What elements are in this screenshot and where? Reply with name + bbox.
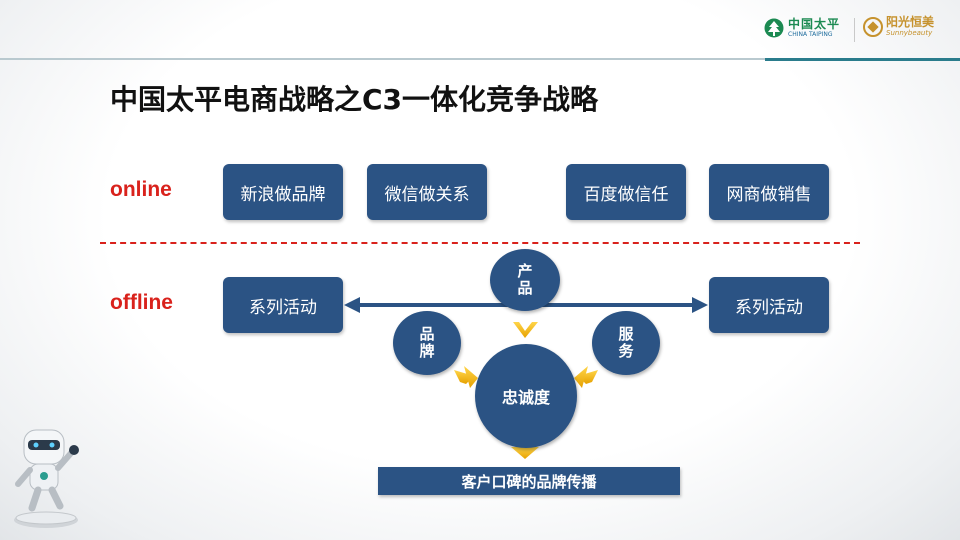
offline-label: offline [110, 291, 173, 314]
circle-loyalty: 忠诚度 [475, 344, 577, 448]
circle-brand-label: 品牌 [419, 325, 435, 360]
logo-en-text: CHINA TAIPING [788, 31, 833, 38]
header-divider [0, 58, 960, 60]
pine-tree-emblem-icon [764, 18, 784, 38]
online-box-taobao: 网商做销售 [709, 164, 829, 220]
page-title: 中国太平电商战略之C3一体化竞争战略 [110, 83, 599, 116]
chevron-bottom-icon [511, 447, 539, 459]
logo-separator [854, 18, 855, 42]
header-accent-bar [765, 58, 960, 61]
online-box-baidu: 百度做信任 [566, 164, 686, 220]
offline-box-left: 系列活动 [223, 277, 343, 333]
online-label: online [110, 178, 172, 201]
chevron-down-icon [513, 322, 538, 338]
offline-box-right: 系列活动 [709, 277, 829, 333]
chevron-left-arrow-icon [454, 366, 478, 388]
circle-service-label: 服务 [618, 325, 634, 360]
chevron-right-arrow-icon [574, 366, 598, 388]
online-box-sina: 新浪做品牌 [223, 164, 343, 220]
circle-product: 产品 [490, 249, 560, 311]
sunny-beauty-logo: 阳光恒美 Sunnybeauty [863, 16, 934, 37]
logo-right-cn-text: 阳光恒美 [886, 15, 935, 29]
circle-brand: 品牌 [393, 311, 461, 375]
china-taiping-logo: 中国太平 CHINA TAIPING [764, 18, 840, 38]
logo-right-en-text: Sunnybeauty [886, 29, 933, 37]
word-of-mouth-bar: 客户口碑的品牌传播 [378, 467, 680, 495]
circle-product-label: 产品 [517, 262, 533, 297]
logo-cn-text: 中国太平 [788, 17, 841, 31]
online-box-wechat: 微信做关系 [367, 164, 487, 220]
sun-mark-icon [863, 16, 883, 37]
online-offline-divider [100, 242, 860, 244]
circle-service: 服务 [592, 311, 660, 375]
